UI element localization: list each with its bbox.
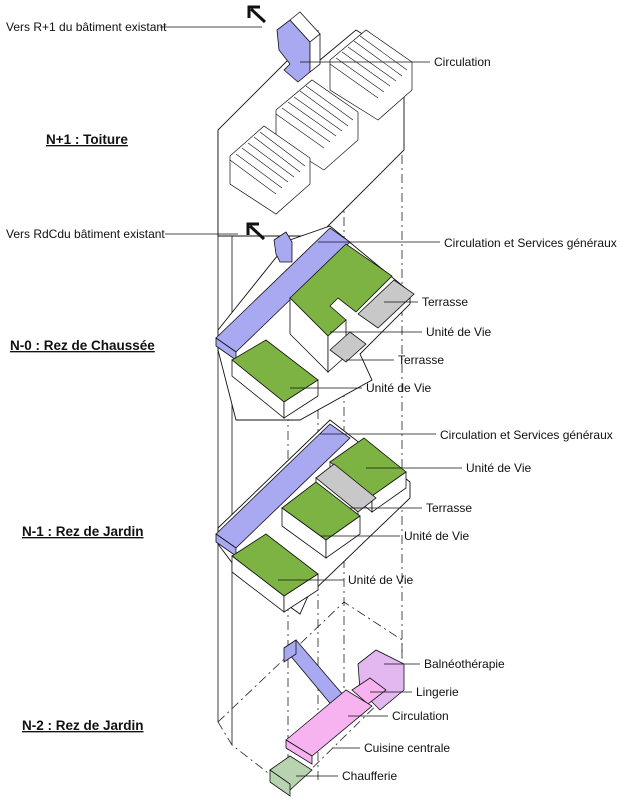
label-rdc-unite-2: Unité de Vie [366, 381, 431, 395]
roof-volume-1 [329, 29, 413, 121]
label-j1-unite-3: Unité de Vie [348, 573, 413, 587]
label-rdc-terrasse-2: Terrasse [398, 353, 444, 367]
label-j2-lingerie: Lingerie [416, 685, 459, 699]
label-j2-circulation: Circulation [392, 709, 449, 723]
rdc-terrasse-2 [329, 331, 367, 363]
note-vers-r1: Vers R+1 du bâtiment existant [6, 20, 167, 34]
arrow-up-left-icon [247, 5, 267, 24]
label-j1-terrasse: Terrasse [426, 501, 472, 515]
level-toiture: Vers R+1 du bâtiment existant Circulatio… [6, 5, 491, 237]
label-j1-circ-services: Circulation et Services généraux [440, 428, 613, 442]
label-j1-unite-2: Unité de Vie [404, 529, 469, 543]
roof-volume-2 [275, 79, 359, 171]
roof-volume-3 [229, 125, 311, 215]
level-title-jardin2: N-2 : Rez de Jardin [22, 718, 144, 733]
label-j1-unite-1: Unité de Vie [466, 461, 531, 475]
level-title-jardin1: N-1 : Rez de Jardin [22, 524, 144, 539]
label-toiture-circulation: Circulation [434, 55, 491, 69]
note-vers-rdc: Vers RdCdu bâtiment existant [6, 227, 165, 241]
level-title-rdc: N-0 : Rez de Chaussée [10, 338, 155, 353]
level-title-toiture: N+1 : Toiture [46, 132, 128, 147]
jardin2-dashed-footprint [217, 601, 403, 791]
arrow-up-left-icon [246, 222, 266, 241]
label-rdc-unite-1: Unité de Vie [426, 325, 491, 339]
level-jardin-2: Balnéothérapie Lingerie Circulation Cuis… [22, 601, 505, 797]
label-j2-balneo: Balnéothérapie [424, 657, 505, 671]
level-jardin-1: Circulation et Services généraux Unité d… [22, 419, 613, 615]
label-j2-cuisine: Cuisine centrale [364, 741, 450, 755]
level-rdc: Vers RdCdu bâtiment existant Circulation… [6, 222, 617, 421]
rdc-terrasse-1 [357, 279, 415, 329]
label-j2-chaufferie: Chaufferie [342, 769, 397, 783]
label-rdc-terrasse-1: Terrasse [422, 295, 468, 309]
label-rdc-circ-services: Circulation et Services généraux [444, 236, 617, 250]
